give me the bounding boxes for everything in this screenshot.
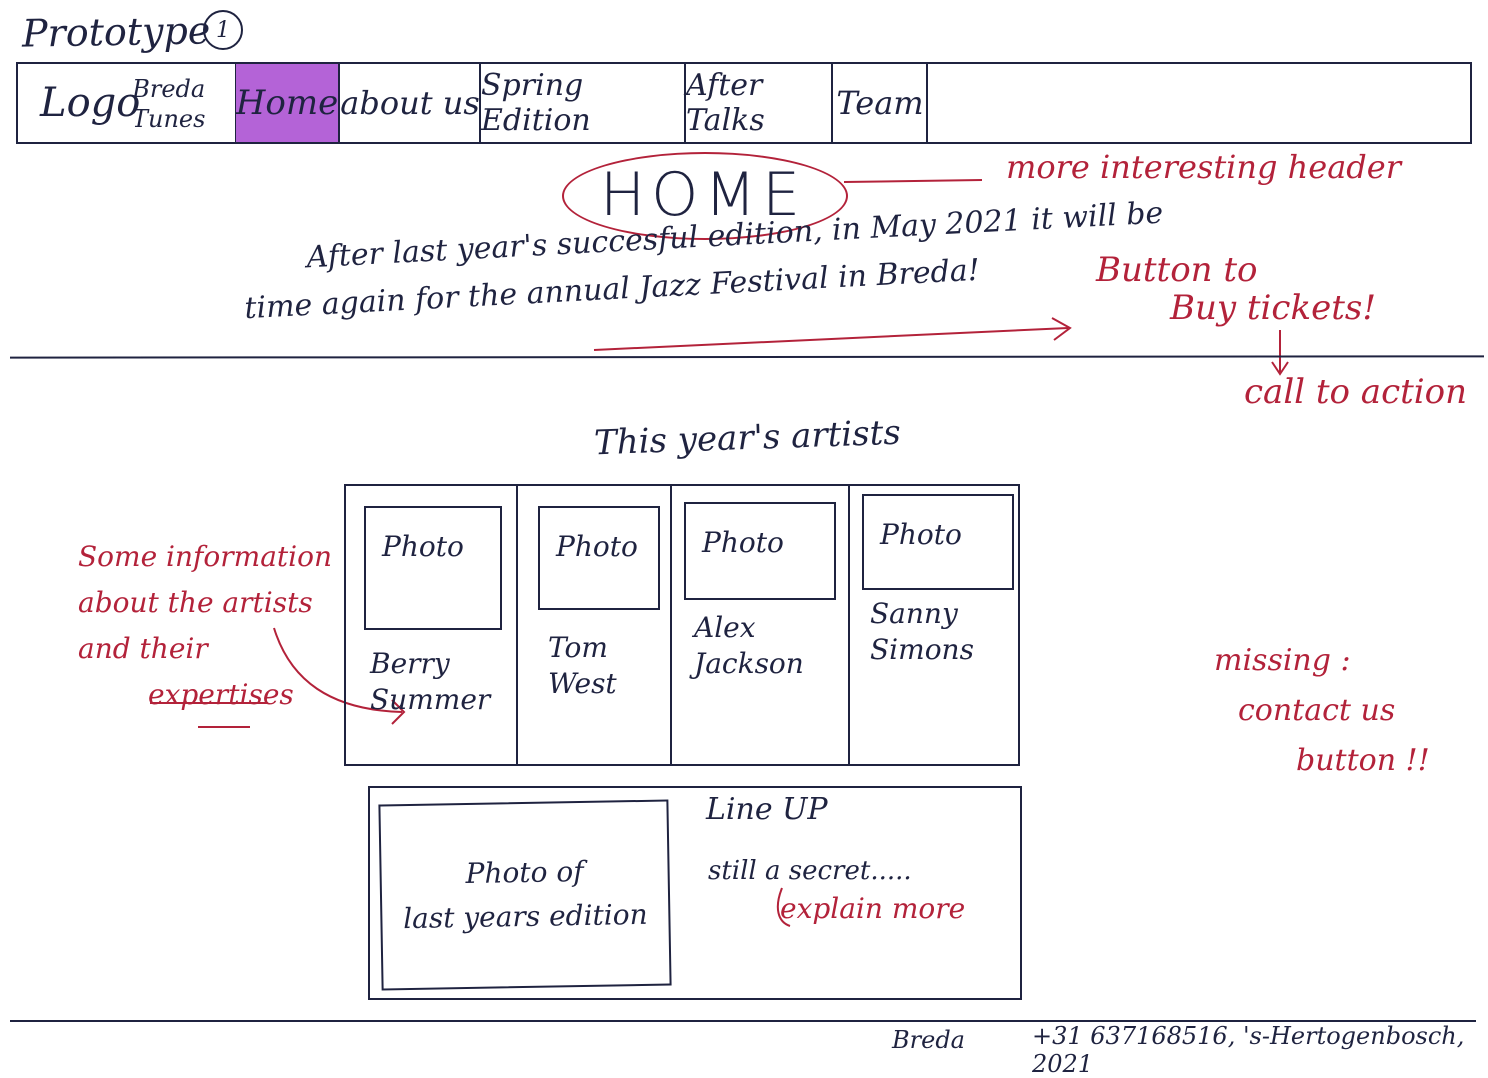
lineup-panel <box>368 786 1022 1000</box>
annotation-underline <box>150 702 268 704</box>
annotation-artist-info-line1: Some information <box>78 540 332 573</box>
nav-item-about-us[interactable]: about us <box>340 84 480 122</box>
footer-city: Breda <box>892 1026 965 1054</box>
footer-divider <box>10 1020 1476 1022</box>
annotation-artist-info: Some information about the artists and t… <box>78 534 332 718</box>
header-annotation-line <box>843 179 983 183</box>
annotation-explain-more: explain more <box>780 892 966 925</box>
annotation-artist-info-line4: expertises <box>148 678 294 711</box>
artist-name: Alex Jackson <box>694 611 804 680</box>
artist-name: Berry Summer <box>370 647 491 716</box>
brand-name: Breda Tunes <box>132 74 205 134</box>
annotation-missing-line1: missing : <box>1214 643 1351 678</box>
lineup-title: Line UP <box>706 792 828 827</box>
nav-item-team[interactable]: Team <box>836 84 924 122</box>
artist-divider <box>670 486 672 764</box>
artist-card[interactable]: Photo Alex Jackson <box>672 486 848 764</box>
artist-card[interactable]: Photo Berry Summer <box>346 486 516 764</box>
artist-name: Sanny Simons <box>870 597 974 666</box>
nav-divider <box>831 64 833 142</box>
annotation-call-to-action: call to action <box>1244 372 1468 412</box>
arrow-head <box>391 699 406 725</box>
last-edition-photo-line2: last years edition <box>402 897 648 936</box>
info-annotation-arrow <box>273 627 403 713</box>
annotation-arrows <box>273 179 1289 927</box>
nav-item-home[interactable]: Home <box>236 64 338 142</box>
artist-divider <box>848 486 850 764</box>
lineup-text: still a secret..... <box>708 856 912 886</box>
annotation-buy-button-line2: Buy tickets! <box>1170 288 1376 328</box>
annotation-underline <box>198 726 250 728</box>
nav-logo[interactable]: Logo Breda Tunes <box>18 64 235 142</box>
artist-photo: Photo <box>684 502 836 600</box>
artist-photo: Photo <box>538 506 660 610</box>
artist-card[interactable]: Photo Tom West <box>518 486 670 764</box>
artist-card[interactable]: Photo Sanny Simons <box>850 486 1018 764</box>
nav-divider <box>338 64 340 142</box>
brand-name-line1: Breda <box>132 75 206 103</box>
footer-contact-info: +31 637168516, 's-Hertogenbosch, 2021 <box>1032 1022 1465 1078</box>
annotation-buy-button-line1: Button to <box>1096 250 1258 290</box>
annotation-missing-line3: button !! <box>1296 743 1430 778</box>
annotation-missing-contact: missing : contact us button !! <box>1214 636 1430 786</box>
artists-panel: Photo Berry Summer Photo Tom West Photo … <box>344 484 1020 766</box>
button-annotation-arrow <box>593 327 1069 351</box>
artist-photo: Photo <box>862 494 1014 590</box>
navigation-bar: Logo Breda Tunes Home about us Spring Ed… <box>16 62 1472 144</box>
nav-divider <box>479 64 481 142</box>
arrow-head <box>1271 361 1289 376</box>
nav-divider <box>926 64 928 142</box>
artist-divider <box>516 486 518 764</box>
logo-placeholder: Logo <box>40 80 141 126</box>
annotation-artist-info-line3: and their <box>78 632 208 665</box>
nav-item-spring-edition[interactable]: Spring Edition <box>481 68 591 138</box>
annotation-header: more interesting header <box>1006 148 1402 186</box>
page-heading: HOME <box>599 160 807 230</box>
artist-photo: Photo <box>364 506 502 630</box>
artist-name: Tom West <box>548 631 617 700</box>
prototype-number-badge: 1 <box>203 10 243 50</box>
nav-divider <box>684 64 686 142</box>
annotation-artist-info-line2: about the artists <box>78 586 313 619</box>
arrow-head <box>1051 317 1072 341</box>
brand-name-line2: Tunes <box>132 105 206 133</box>
annotation-missing-line2: contact us <box>1238 693 1396 728</box>
last-edition-photo: Photo of last years edition <box>378 799 672 991</box>
explain-annotation-hook <box>776 887 791 927</box>
heading-annotation-circle <box>562 152 848 240</box>
nav-item-after-talks[interactable]: After Talks <box>686 68 765 138</box>
last-edition-photo-line1: Photo of <box>465 854 584 891</box>
